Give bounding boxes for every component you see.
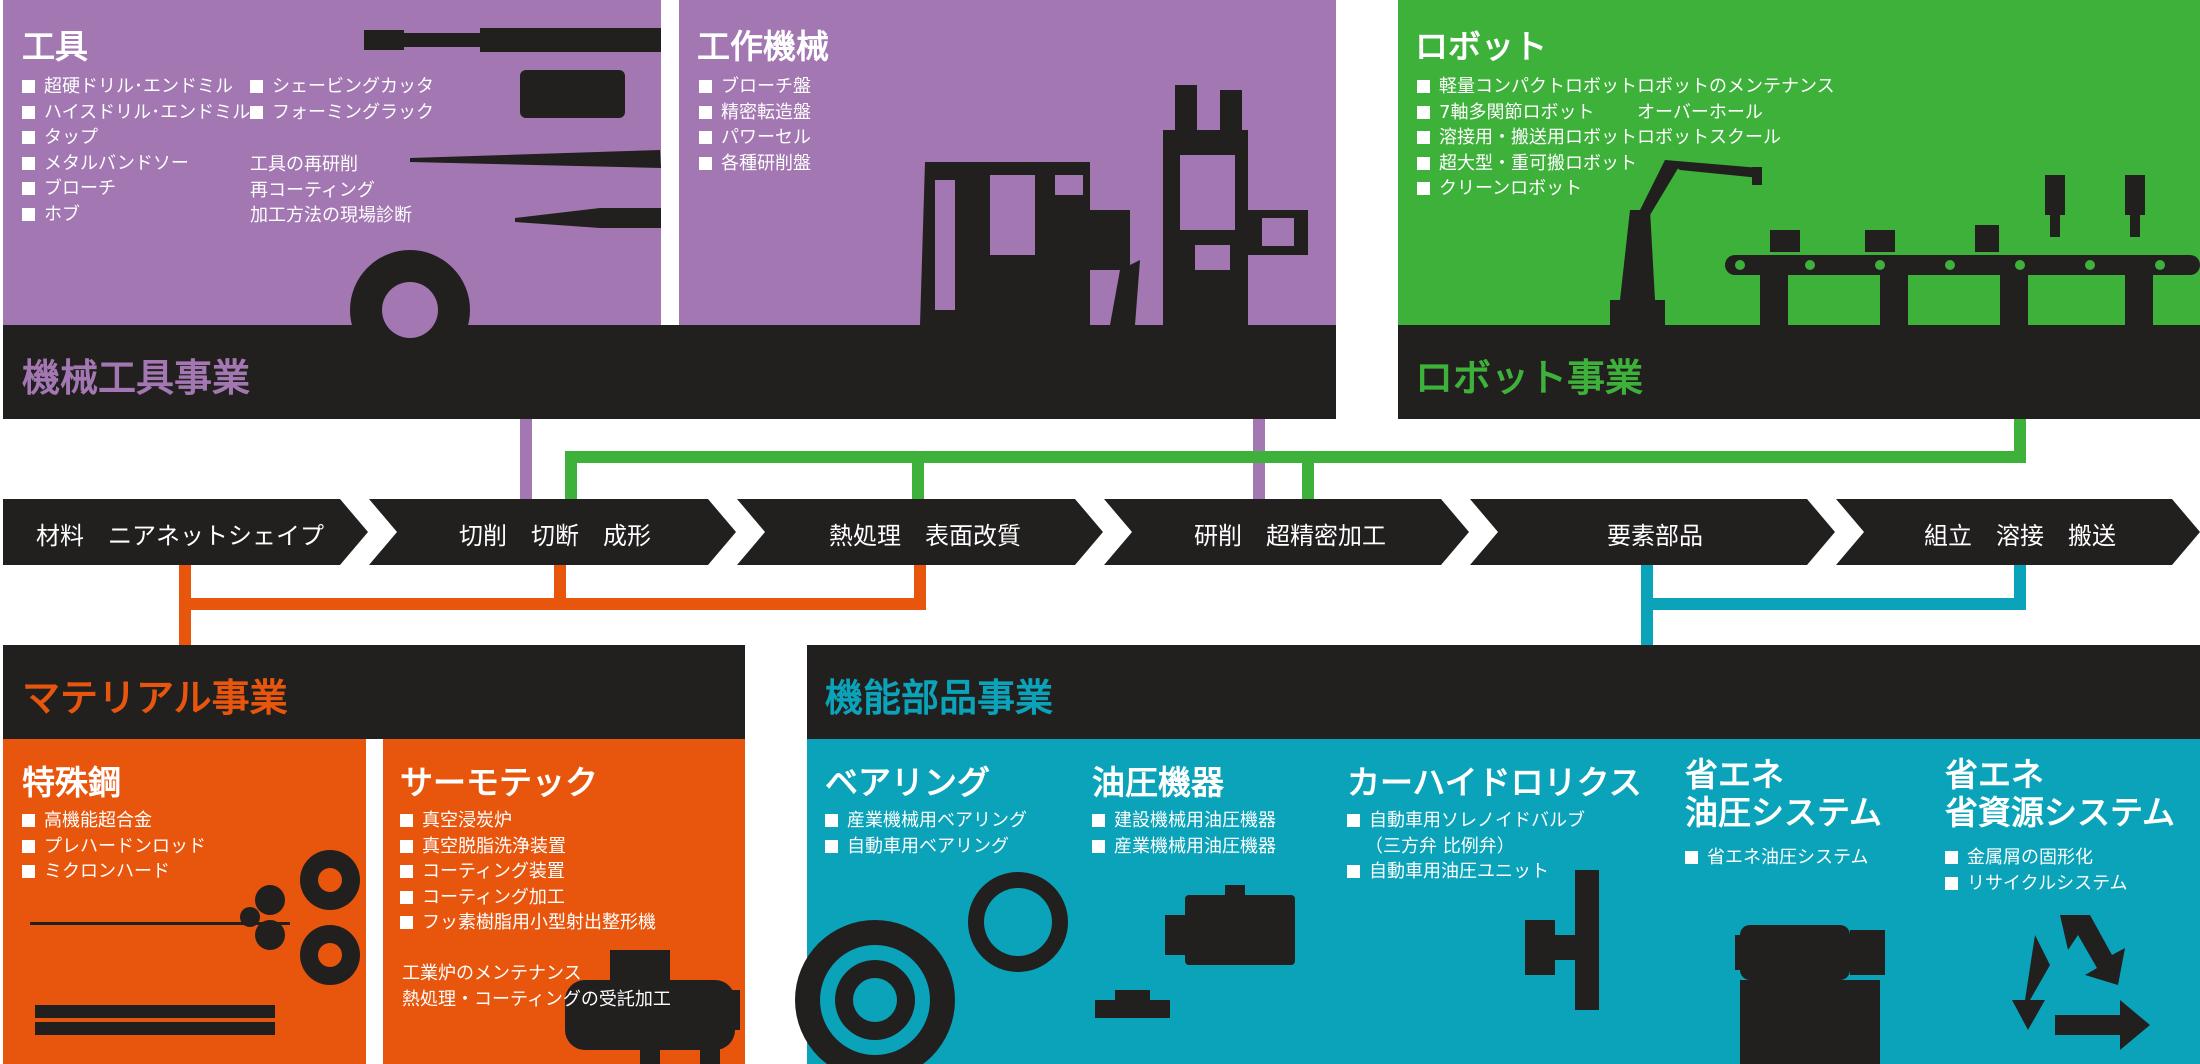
list-item: クリーンロボット (1415, 176, 1637, 202)
list-item: コーティング装置 (398, 859, 656, 885)
list-item: ハイスドリル･エンドミル (20, 100, 250, 126)
list-item: 金属屑の固形化 (1943, 845, 2128, 871)
special-steel-list: 高機能超合金 プレハードンロッド ミクロンハード (20, 808, 206, 885)
tools-services: 工具の再研削 再コーティング 加工方法の現場診断 (250, 152, 412, 229)
functional-parts-division-bar (807, 645, 2200, 739)
machine-tools-division-bar (3, 325, 1336, 419)
process-step-material: 材料 ニアネットシェイプ (36, 522, 324, 550)
list-item: シェービングカッタ (248, 74, 434, 100)
tools-title: 工具 (22, 27, 88, 66)
service-item: 工具の再研削 (250, 154, 358, 175)
process-step-assembly: 組立 溶接 搬送 (1924, 522, 2116, 550)
list-item: 精密転造盤 (697, 100, 811, 126)
list-item: 各種研削盤 (697, 151, 811, 177)
tools-list-left: 超硬ドリル･エンドミル ハイスドリル･エンドミル タップ メタルバンドソー ブロ… (20, 74, 250, 227)
service-item: 加工方法の現場診断 (250, 205, 412, 226)
service-item: オーバーホール (1637, 101, 1763, 123)
hydraulic-list: 建設機械用油圧機器 産業機械用油圧機器 (1090, 808, 1276, 859)
list-item: メタルバンドソー (20, 151, 250, 177)
bearing-list: 産業機械用ベアリング 自動車用ベアリング (823, 808, 1027, 859)
title-line: 省エネ (1945, 755, 2044, 794)
list-item: ホブ (20, 202, 250, 228)
energy-hydraulic-title: 省エネ 油圧システム (1685, 756, 1882, 832)
list-item: タップ (20, 125, 250, 151)
list-item: 溶接用・搬送用ロボット (1415, 125, 1637, 151)
material-division-title: マテリアル事業 (22, 676, 288, 720)
car-hydraulics-list: 自動車用ソレノイドバルブ （三方弁 比例弁） 自動車用油圧ユニット (1345, 808, 1585, 885)
bearing-title: ベアリング (825, 763, 990, 802)
list-item: ブローチ盤 (697, 74, 811, 100)
list-item: 軽量コンパクトロボット (1415, 74, 1637, 100)
robots-list: 軽量コンパクトロボット 7軸多関節ロボット 溶接用・搬送用ロボット 超大型・重可… (1415, 74, 1637, 202)
list-item: プレハードンロッド (20, 834, 206, 860)
thermotec-list: 真空浸炭炉 真空脱脂洗浄装置 コーティング装置 コーティング加工 フッ素樹脂用小… (398, 808, 656, 936)
robots-services: ロボットのメンテナンス オーバーホール ロボットスクール (1637, 74, 1835, 151)
list-item: 超硬ドリル･エンドミル (20, 74, 250, 100)
service-item: 工業炉のメンテナンス (402, 963, 582, 984)
process-step-heat-treatment: 熱処理 表面改質 (829, 522, 1021, 550)
list-item: 自動車用油圧ユニット (1345, 859, 1585, 885)
machines-title: 工作機械 (697, 27, 829, 66)
list-item: 超大型・重可搬ロボット (1415, 151, 1637, 177)
list-item: ミクロンハード (20, 859, 206, 885)
list-item: 産業機械用油圧機器 (1090, 834, 1276, 860)
thermotec-title: サーモテック (400, 763, 598, 802)
material-division-bar (3, 645, 745, 739)
process-step-cutting: 切削 切断 成形 (459, 522, 651, 550)
functional-parts-division-title: 機能部品事業 (825, 676, 1054, 720)
list-item: フォーミングラック (248, 100, 434, 126)
process-step-components: 要素部品 (1607, 522, 1703, 550)
title-line: 油圧システム (1685, 793, 1883, 832)
list-item: 建設機械用油圧機器 (1090, 808, 1276, 834)
list-item-note: （三方弁 比例弁） (1365, 835, 1515, 857)
title-line: 省エネ (1685, 755, 1784, 794)
list-item: 自動車用ソレノイドバルブ (1345, 808, 1585, 834)
tools-list-right: シェービングカッタ フォーミングラック (248, 74, 434, 125)
process-step-grinding: 研削 超精密加工 (1194, 522, 1386, 550)
robot-division-title: ロボット事業 (1415, 356, 1644, 400)
robots-title: ロボット (1415, 27, 1547, 66)
list-item: 真空脱脂洗浄装置 (398, 834, 656, 860)
service-item: ロボットのメンテナンス (1637, 76, 1835, 97)
list-item: パワーセル (697, 125, 811, 151)
car-hydraulics-title: カーハイドロリクス (1347, 763, 1642, 802)
energy-hydraulic-list: 省エネ油圧システム (1683, 845, 1868, 871)
robot-division-bar (1398, 325, 2200, 419)
list-item: 産業機械用ベアリング (823, 808, 1027, 834)
service-item: ロボットスクール (1637, 127, 1781, 148)
list-item: 自動車用ベアリング (823, 834, 1027, 860)
list-item: ブローチ (20, 176, 250, 202)
machines-list: ブローチ盤 精密転造盤 パワーセル 各種研削盤 (697, 74, 811, 176)
list-item: 省エネ油圧システム (1683, 845, 1868, 871)
list-item: 7軸多関節ロボット (1415, 100, 1637, 126)
list-item: 高機能超合金 (20, 808, 206, 834)
service-item: 再コーティング (250, 179, 375, 201)
special-steel-title: 特殊鋼 (22, 763, 121, 802)
list-item: コーティング加工 (398, 885, 656, 911)
service-item: 熱処理・コーティングの受託加工 (402, 988, 671, 1010)
machine-tools-division-title: 機械工具事業 (22, 356, 251, 400)
energy-resource-title: 省エネ 省資源システム (1945, 756, 2175, 832)
hydraulic-title: 油圧機器 (1092, 763, 1224, 802)
thermotec-services: 工業炉のメンテナンス 熱処理・コーティングの受託加工 (402, 961, 671, 1012)
list-item: リサイクルシステム (1943, 871, 2128, 897)
process-chevrons (3, 499, 2200, 565)
list-item: フッ素樹脂用小型射出整形機 (398, 910, 656, 936)
list-item: 真空浸炭炉 (398, 808, 656, 834)
energy-resource-list: 金属屑の固形化 リサイクルシステム (1943, 845, 2128, 896)
title-line: 省資源システム (1945, 793, 2176, 832)
